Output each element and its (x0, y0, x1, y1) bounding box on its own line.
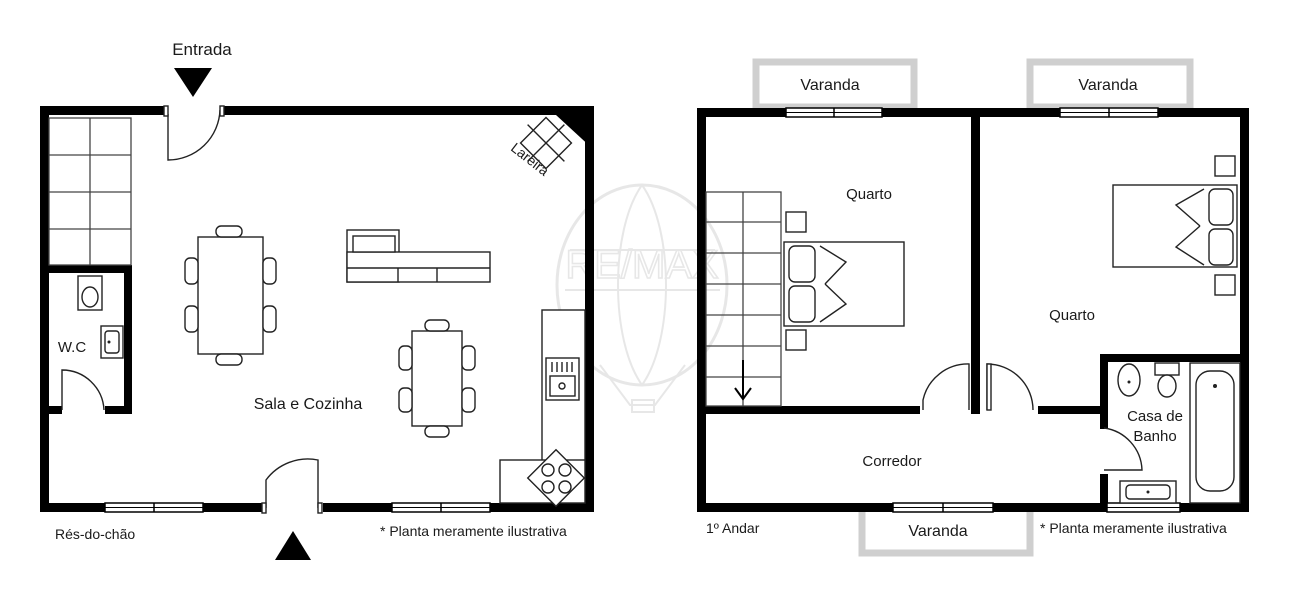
bidet (1117, 363, 1141, 397)
staircase-first (705, 191, 782, 407)
ff-wall-bottom-right (1180, 503, 1249, 512)
balcony-left (752, 58, 918, 111)
wc-label: W.C (58, 339, 86, 356)
bottom-door (265, 458, 319, 508)
wall-left (40, 106, 49, 511)
bedroom-right-label: Quarto (1049, 307, 1095, 324)
balcony-right (1026, 58, 1194, 111)
wall-top-left (40, 106, 164, 115)
first-floor-plan: Varanda Varanda Varanda Quarto Quarto Ca… (697, 58, 1249, 557)
bed-left (783, 211, 905, 351)
door-bedroom-left (922, 363, 970, 410)
balcony-left-label: Varanda (800, 77, 859, 94)
sofa (346, 229, 491, 283)
ff-wall-corridor-left (697, 406, 920, 414)
nightstand-left-top (785, 211, 807, 233)
ff-wall-corridor-right (1038, 406, 1105, 414)
entrance-label: Entrada (172, 40, 232, 59)
window-ff-top-left (785, 107, 883, 118)
bathroom-sink (1119, 480, 1177, 504)
ff-wall-bedroom-divider (971, 108, 980, 414)
entrance-door (167, 109, 221, 161)
window-ground-bottom-right (391, 502, 491, 513)
ground-floor-plan: Entrada Lareira W.C Sala e Cozinha Rés-d… (40, 40, 594, 560)
nightstand-right-top (1214, 155, 1236, 177)
wc-wall-bottom-left (40, 406, 62, 414)
ground-floor-disclaimer: * Planta meramente ilustrativa (380, 523, 567, 539)
entrance-arrow-bottom (275, 531, 311, 560)
window-ground-bottom-left (104, 502, 204, 513)
dining-table-right (398, 319, 476, 438)
nightstand-left-bottom (785, 329, 807, 351)
bathroom-toilet (1154, 362, 1180, 398)
balcony-right-label: Varanda (1078, 77, 1137, 94)
window-ff-bottom (892, 502, 994, 513)
nightstand-right-bottom (1214, 274, 1236, 296)
door-bedroom-right (986, 363, 1034, 411)
dining-table-left (184, 225, 277, 366)
first-floor-disclaimer: * Planta meramente ilustrativa (1040, 520, 1227, 536)
wall-right (585, 106, 594, 511)
wc-wall-bottom-right (105, 406, 132, 414)
wc-sink (100, 325, 124, 359)
ff-wall-bath-top (1100, 354, 1249, 362)
bathroom-label-line2: Banho (1133, 428, 1176, 445)
bathtub (1189, 362, 1241, 504)
balcony-bottom-label: Varanda (908, 523, 967, 540)
bed-right (1112, 155, 1238, 296)
bedroom-left-label: Quarto (846, 186, 892, 203)
staircase-ground (48, 117, 132, 266)
wc-wall-top (40, 265, 130, 273)
window-ff-bath (1106, 502, 1181, 513)
bathroom-label-line1: Casa de (1127, 408, 1183, 425)
kitchen-stove (526, 448, 586, 508)
corridor-label: Corredor (862, 453, 921, 470)
kitchen-counter (499, 309, 586, 508)
ground-floor-label: Rés-do-chão (55, 526, 135, 542)
fireplace-corner (556, 115, 594, 150)
first-floor-label: 1º Andar (706, 520, 760, 536)
wc-toilet (77, 275, 103, 311)
ff-wall-right (1240, 108, 1249, 511)
wc-wall-right (124, 265, 132, 413)
living-kitchen-label: Sala e Cozinha (254, 396, 363, 413)
window-ff-top-right (1059, 107, 1159, 118)
ff-wall-bath-left-bottom (1100, 474, 1108, 511)
door-bathroom (1103, 427, 1143, 471)
entrance-arrow-top (174, 68, 212, 97)
wall-top-right (224, 106, 594, 115)
ff-wall-left (697, 108, 706, 511)
ff-wall-bath-left-top (1100, 354, 1108, 429)
wc-door (61, 369, 105, 411)
